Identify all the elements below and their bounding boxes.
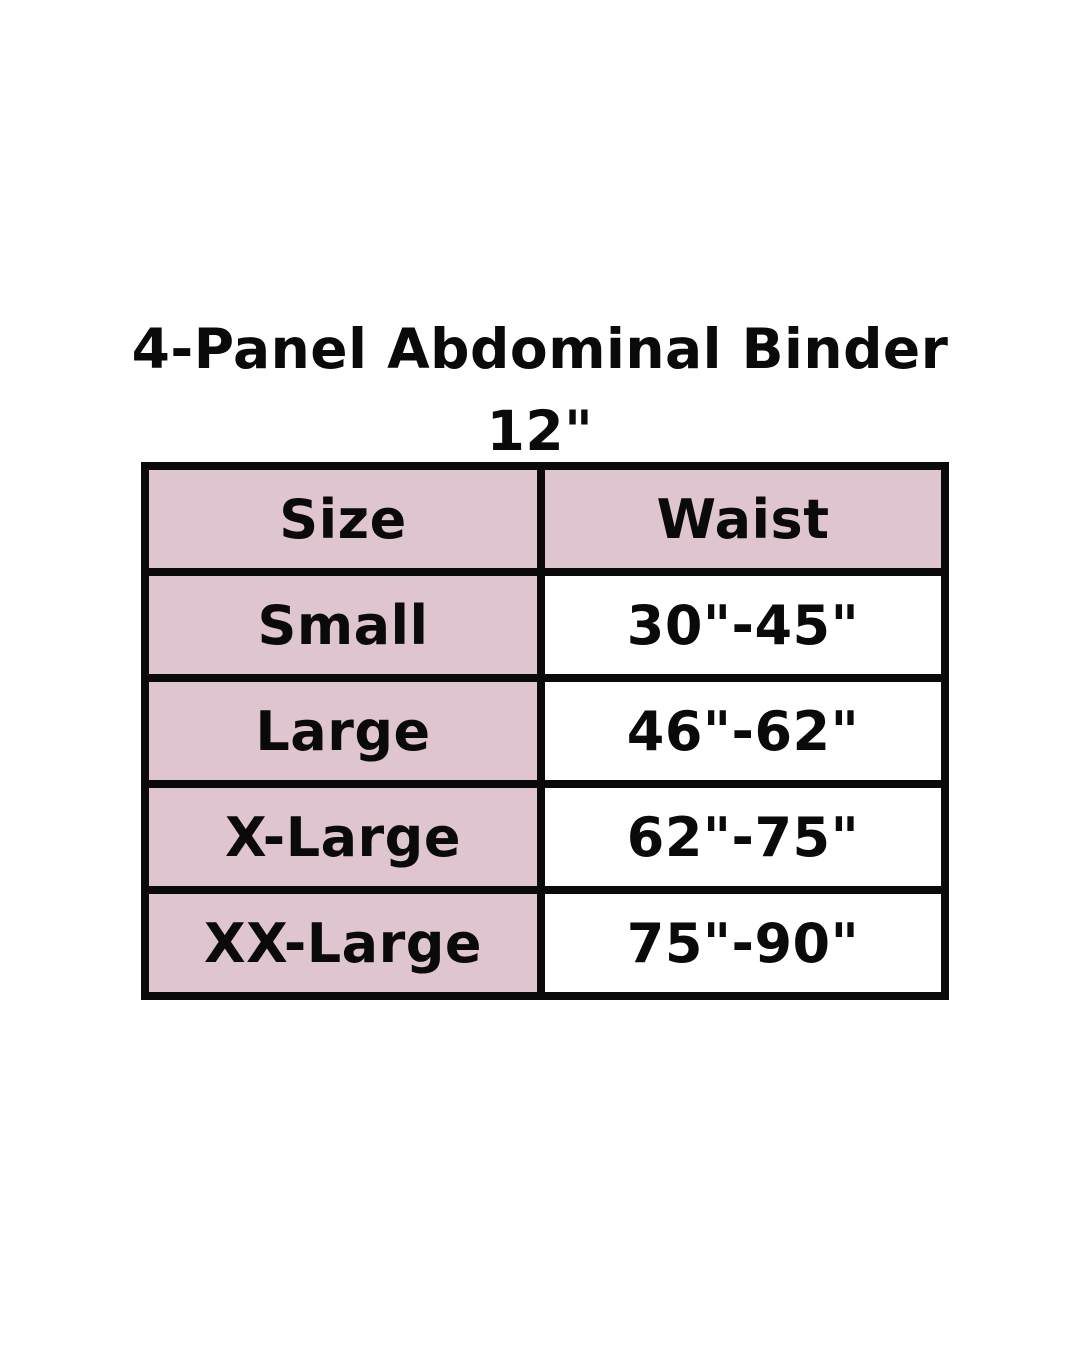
size-cell: Small bbox=[141, 568, 545, 682]
title-line-1: 4-Panel Abdominal Binder bbox=[131, 317, 949, 381]
table-row: XX-Large 75"-90" bbox=[141, 886, 949, 1000]
header-waist: Waist bbox=[537, 462, 949, 576]
waist-cell: 62"-75" bbox=[537, 780, 949, 894]
page-title: 4-Panel Abdominal Binder 12" bbox=[0, 308, 1080, 472]
table-row: Large 46"-62" bbox=[141, 674, 949, 788]
waist-cell: 30"-45" bbox=[537, 568, 949, 682]
table-header-row: Size Waist bbox=[141, 462, 949, 576]
waist-cell: 46"-62" bbox=[537, 674, 949, 788]
header-size: Size bbox=[141, 462, 545, 576]
title-line-2: 12" bbox=[486, 399, 594, 463]
size-cell: XX-Large bbox=[141, 886, 545, 1000]
table-row: X-Large 62"-75" bbox=[141, 780, 949, 894]
waist-cell: 75"-90" bbox=[537, 886, 949, 1000]
size-cell: Large bbox=[141, 674, 545, 788]
size-chart-table: Size Waist Small 30"-45" Large 46"-62" X… bbox=[141, 462, 949, 1000]
table-row: Small 30"-45" bbox=[141, 568, 949, 682]
size-cell: X-Large bbox=[141, 780, 545, 894]
